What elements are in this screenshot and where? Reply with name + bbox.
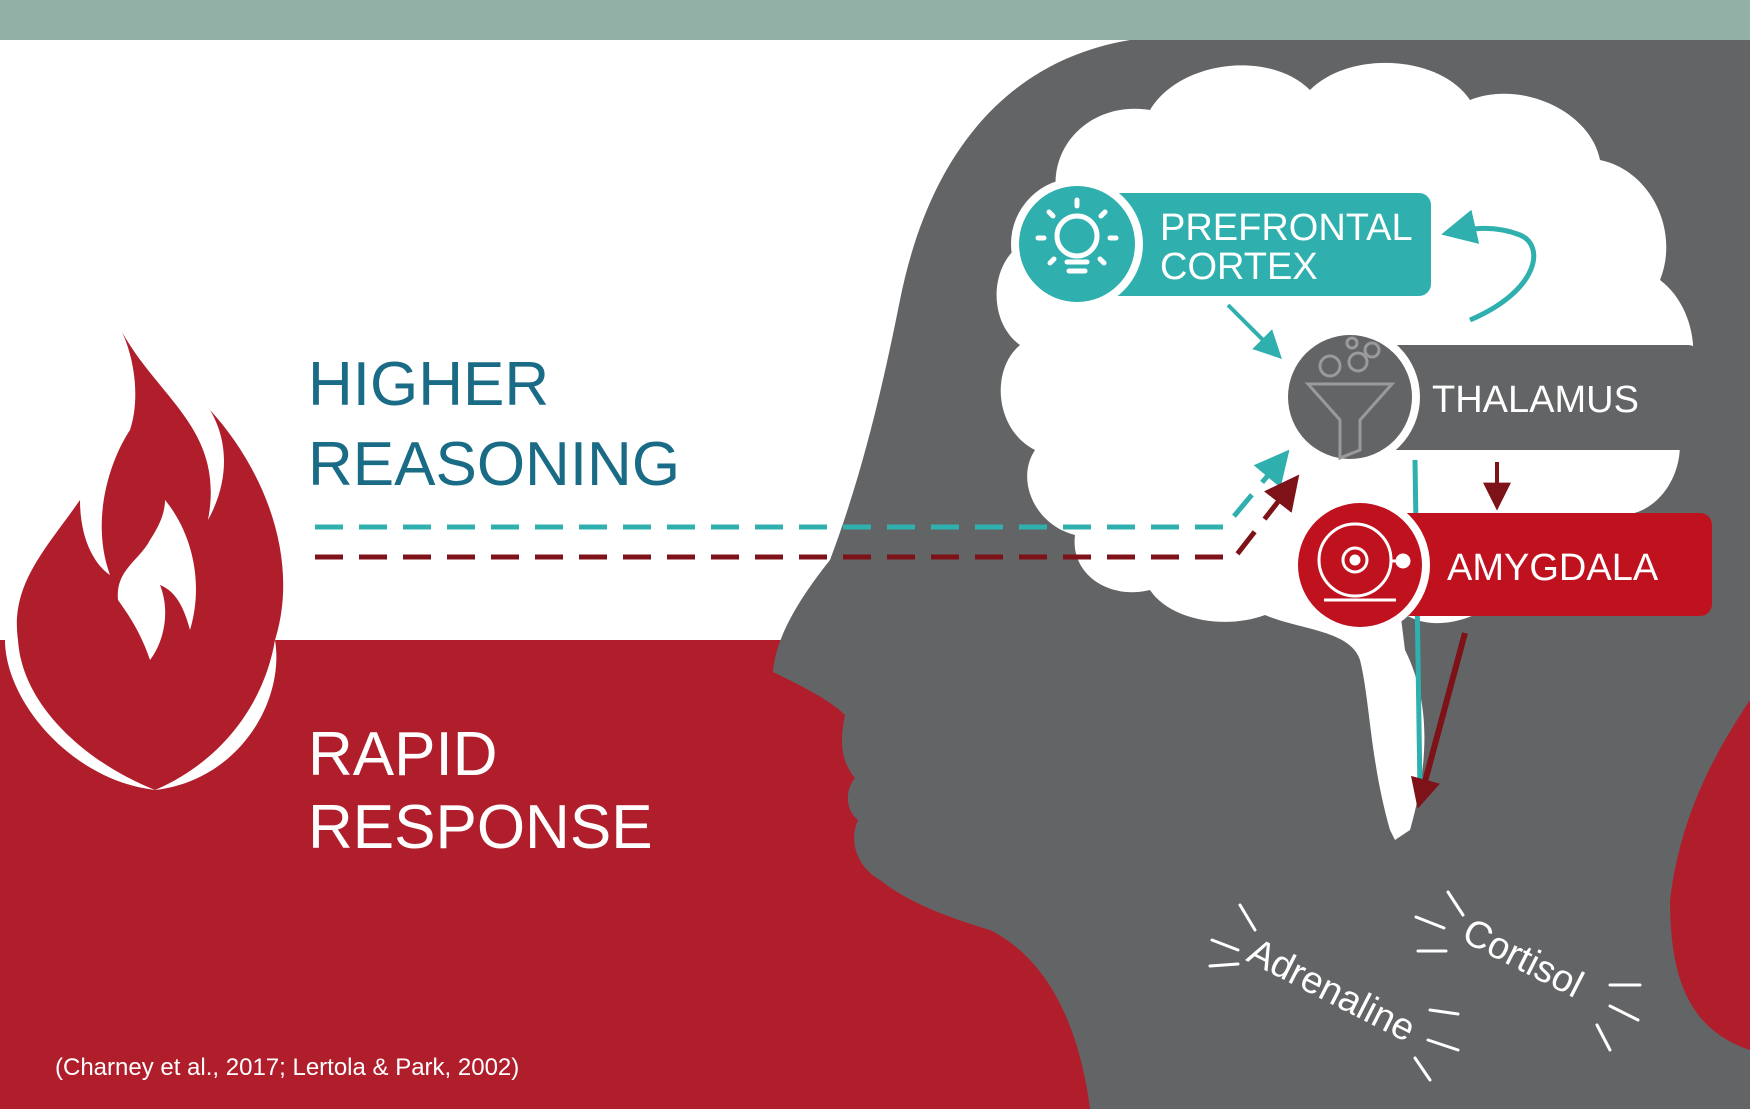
fire-icon bbox=[5, 332, 284, 790]
heading-reasoning: REASONING bbox=[308, 430, 680, 499]
prefrontal-cortex-box bbox=[1075, 193, 1431, 296]
heading-rapid: RAPID bbox=[308, 720, 497, 789]
heading-higher: HIGHER bbox=[308, 350, 549, 419]
prefrontal-cortex-node: PREFRONTAL CORTEX bbox=[1011, 178, 1431, 310]
lightbulb-icon bbox=[1035, 197, 1119, 274]
thalamus-box bbox=[1345, 345, 1700, 450]
funnel-icon bbox=[1304, 336, 1396, 461]
thalamus-label: THALAMUS bbox=[1432, 379, 1639, 421]
heading-response: RESPONSE bbox=[308, 793, 653, 862]
citation: (Charney et al., 2017; Lertola & Park, 2… bbox=[55, 1054, 519, 1081]
prefrontal-to-thalamus-arrow bbox=[1226, 303, 1282, 359]
red-dashed-path bbox=[315, 474, 1300, 560]
feedback-loop-arrow bbox=[1441, 209, 1537, 323]
prefrontal-label-line1: PREFRONTAL bbox=[1160, 207, 1413, 249]
thalamus-node: THALAMUS bbox=[1280, 327, 1700, 467]
top-bar bbox=[0, 0, 1750, 40]
burst-lines bbox=[1208, 890, 1642, 1082]
amygdala-to-brainstem-arrow bbox=[1410, 632, 1468, 809]
amygdala-box bbox=[1355, 513, 1712, 616]
amygdala-node: AMYGDALA bbox=[1290, 495, 1712, 635]
alarm-bell-icon bbox=[1317, 522, 1411, 602]
amygdala-label: AMYGDALA bbox=[1447, 547, 1659, 589]
prefrontal-label-line2: CORTEX bbox=[1160, 246, 1318, 288]
